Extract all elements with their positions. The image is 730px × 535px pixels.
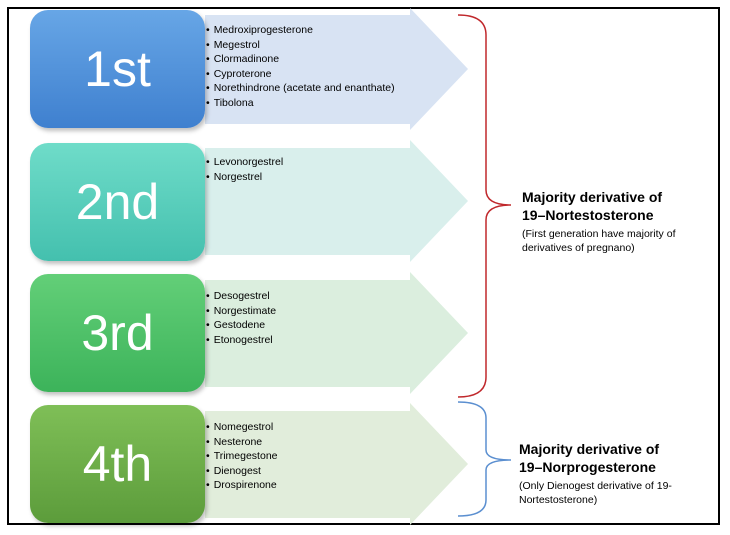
- group-note-line: Nortestosterone): [519, 494, 598, 506]
- generation-4-label: 4th: [82, 436, 153, 492]
- generation-1-box: 1st: [30, 10, 205, 128]
- generation-2-label: 2nd: [75, 174, 160, 230]
- generation-3-drug-list: Desogestrel Norgestimate Gestodene Etono…: [206, 289, 276, 347]
- generation-2-box: 2nd: [30, 143, 205, 261]
- drug-item: Megestrol: [206, 38, 395, 53]
- drug-item: Clormadinone: [206, 52, 395, 67]
- generation-4-box: 4th: [30, 405, 205, 523]
- group-title-line: Majority derivative of: [519, 441, 660, 457]
- group-title-line: 19–Nortestosterone: [522, 207, 654, 223]
- generation-3-box: 3rd: [30, 274, 205, 392]
- group-note-line: (Only Dienogest derivative of 19-: [519, 480, 672, 492]
- brace-19-norprogesterone: [457, 401, 512, 517]
- group-title-line: 19–Norprogesterone: [519, 459, 656, 475]
- generation-1-drug-list: Medroxiprogesterone Megestrol Clormadino…: [206, 23, 395, 111]
- drug-item: Nesterone: [206, 435, 278, 450]
- drug-item: Norgestimate: [206, 304, 276, 319]
- drug-item: Desogestrel: [206, 289, 276, 304]
- group-norprogesterone-note: (Only Dienogest derivative of 19- Nortes…: [519, 479, 709, 507]
- drug-item: Dienogest: [206, 464, 278, 479]
- group-norprogesterone-title: Majority derivative of 19–Norprogesteron…: [519, 440, 714, 476]
- drug-item: Etonogestrel: [206, 333, 276, 348]
- drug-item: Nomegestrol: [206, 420, 278, 435]
- group-nortestosterone-note: (First generation have majority of deriv…: [522, 227, 712, 255]
- brace-19-nortestosterone: [457, 14, 512, 398]
- generation-2-drug-list: Levonorgestrel Norgestrel: [206, 155, 283, 184]
- generation-4-drug-list: Nomegestrol Nesterone Trimegestone Dieno…: [206, 420, 278, 493]
- drug-item: Norethindrone (acetate and enanthate): [206, 81, 395, 96]
- group-title-line: Majority derivative of: [522, 189, 663, 205]
- drug-item: Gestodene: [206, 318, 276, 333]
- drug-item: Levonorgestrel: [206, 155, 283, 170]
- drug-item: Tibolona: [206, 96, 395, 111]
- drug-item: Medroxiprogesterone: [206, 23, 395, 38]
- drug-item: Drospirenone: [206, 478, 278, 493]
- generation-1-label: 1st: [84, 41, 151, 97]
- drug-item: Trimegestone: [206, 449, 278, 464]
- drug-item: Cyproterone: [206, 67, 395, 82]
- group-note-line: (First generation have majority of: [522, 228, 676, 240]
- generation-3-label: 3rd: [81, 305, 154, 361]
- drug-item: Norgestrel: [206, 170, 283, 185]
- group-note-line: derivatives of pregnano): [522, 242, 635, 254]
- group-nortestosterone-title: Majority derivative of 19–Nortestosteron…: [522, 188, 712, 224]
